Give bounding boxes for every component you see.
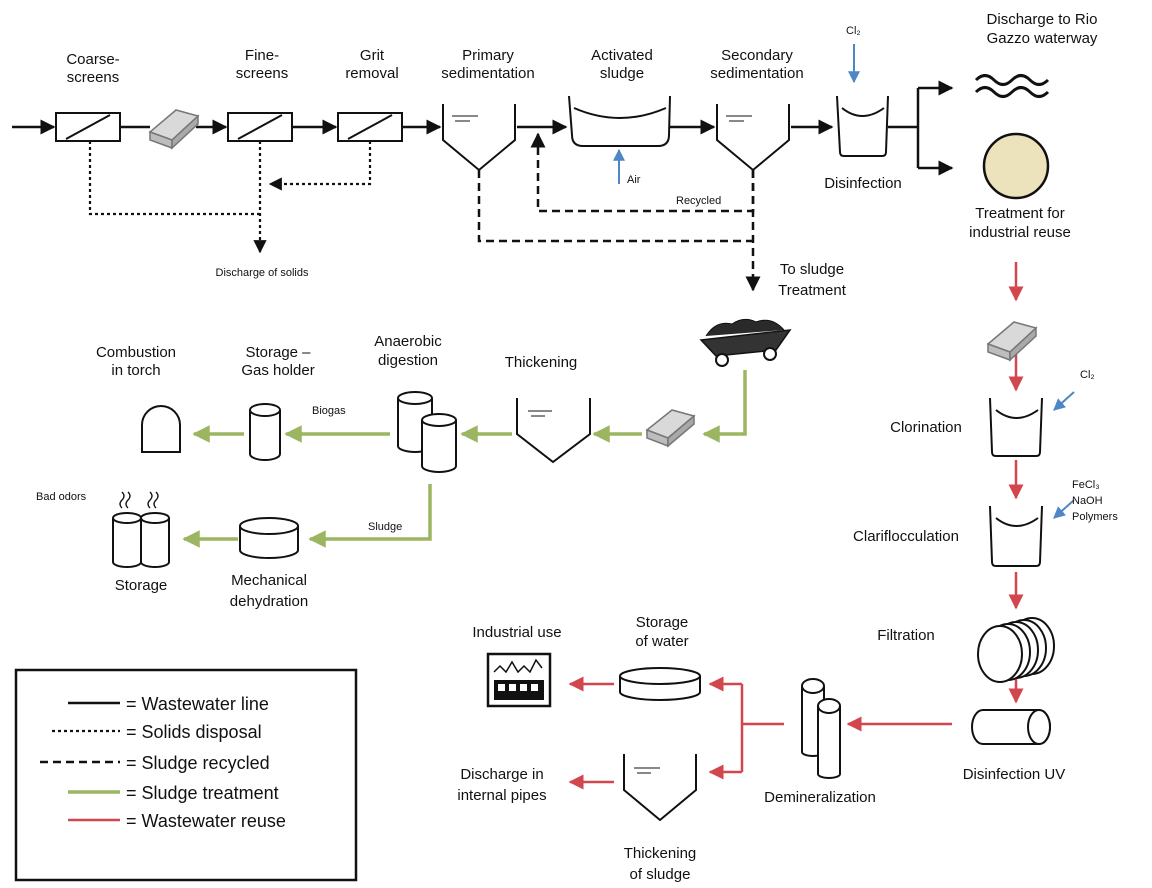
legend-label-wastewater-line: = Wastewater line	[126, 694, 269, 714]
screen-waste-container-2	[645, 409, 696, 448]
industrial-use-factory-icon	[486, 652, 552, 708]
fine-screens-unit	[227, 112, 293, 142]
legend-label-sludge-recycled: = Sludge recycled	[126, 753, 270, 773]
clorination-tank	[989, 391, 1075, 457]
grit-removal-unit	[337, 112, 403, 142]
label-discharge-solids: Discharge of solids	[216, 267, 309, 279]
combustion-torch-icon	[141, 405, 181, 453]
gas-holder-cylinder	[249, 403, 281, 461]
secondary-sedimentation-tank	[716, 104, 790, 172]
sludge-cart-icon	[699, 318, 792, 367]
label-disinfection: Disinfection	[824, 175, 902, 192]
disinfection-tank	[836, 44, 889, 157]
demineralization-columns	[801, 678, 841, 779]
label-cl2-right: Cl₂	[1080, 369, 1095, 381]
mechanical-dehydration-unit	[239, 517, 299, 559]
water-storage-tank	[619, 667, 701, 701]
storage-tanks	[112, 512, 170, 568]
label-clariflocculation: Clariflocculation	[853, 528, 959, 545]
sludge-recycled-lines	[477, 132, 761, 292]
coarse-screens-unit	[55, 112, 121, 142]
screen-waste-container-1	[148, 109, 200, 150]
wastewater-reuse-lines	[568, 262, 1024, 790]
primary-sedimentation-tank	[442, 104, 516, 172]
legend-label-wastewater-reuse: = Wastewater reuse	[126, 811, 286, 831]
waterway-wave-icon	[974, 74, 1050, 98]
clariflocculation-tank	[989, 499, 1075, 567]
wastewater-main-line	[12, 80, 954, 176]
label-air: Air	[627, 174, 641, 186]
screen-waste-container-3	[986, 321, 1038, 362]
filtration-discs	[977, 617, 1055, 683]
label-recycled: Recycled	[676, 195, 721, 207]
label-demineralization: Demineralization	[764, 789, 876, 806]
legend-label-sludge-treatment: = Sludge treatment	[126, 783, 279, 803]
legend-box	[14, 668, 358, 882]
label-thickening: Thickening	[505, 354, 578, 371]
solids-disposal-lines	[88, 141, 372, 254]
label-coarse-screens: Coarse-screens	[66, 51, 119, 86]
industrial-reuse-sphere-icon	[982, 132, 1050, 200]
label-clorination: Clorination	[890, 419, 962, 436]
bad-odors-icon	[119, 491, 159, 509]
label-bad-odors: Bad odors	[36, 491, 87, 503]
label-disinfection-uv: Disinfection UV	[963, 766, 1066, 783]
label-fine-screens: Fine-screens	[236, 47, 289, 82]
anaerobic-digestion-tanks	[397, 391, 457, 473]
uv-disinfection-cylinder	[971, 709, 1051, 745]
label-sludge: Sludge	[368, 521, 402, 533]
label-industrial-use: Industrial use	[472, 624, 561, 641]
thickening-tank	[516, 398, 591, 464]
label-gas-holder: Storage –Gas holder	[241, 344, 314, 379]
activated-sludge-basin	[568, 95, 671, 184]
legend-label-solids-disposal: = Solids disposal	[126, 722, 262, 742]
label-biogas: Biogas	[312, 405, 346, 417]
label-filtration: Filtration	[877, 627, 935, 644]
sludge-treatment-lines	[182, 370, 747, 548]
legend: = Wastewater line = Solids disposal = Sl…	[14, 668, 358, 882]
label-storage: Storage	[115, 577, 168, 594]
sludge-thickening-tank	[623, 754, 697, 822]
label-cl2-top: Cl₂	[846, 25, 861, 37]
